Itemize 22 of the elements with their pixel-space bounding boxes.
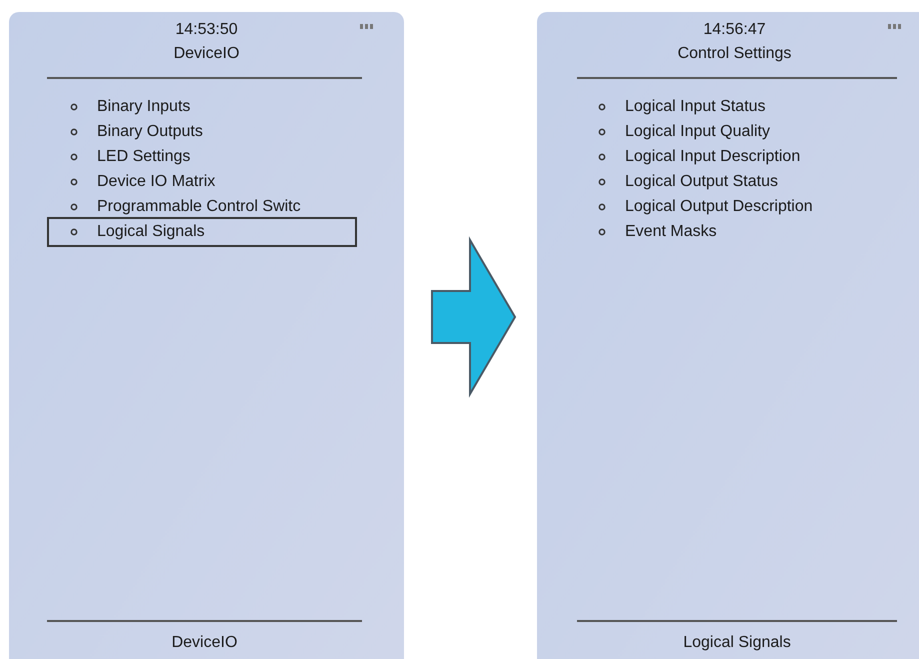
clock-time: 14:53:50 [175, 20, 238, 40]
menu-item-label: Event Masks [625, 222, 717, 242]
selected-menu-item [47, 217, 357, 247]
screen-title: Control Settings [678, 44, 792, 64]
menu-item-label: Logical Input Quality [625, 122, 770, 142]
footer-title: Logical Signals [683, 633, 791, 653]
menu-item-label: Binary Inputs [97, 97, 190, 117]
menu-item-label: Device IO Matrix [97, 172, 216, 192]
menu-item-label: LED Settings [97, 147, 190, 167]
screen-title: DeviceIO [174, 44, 240, 64]
menu-item-label: Logical Input Status [625, 97, 766, 117]
footer-title: DeviceIO [172, 633, 238, 653]
menu-item-label: Binary Outputs [97, 122, 203, 142]
menu-item-label: Programmable Control Switc [97, 197, 301, 217]
menu-item-label: Logical Output Description [625, 197, 813, 217]
block-arrow [431, 236, 516, 398]
menu-item-label: Logical Input Description [625, 147, 800, 167]
device-screen [9, 12, 404, 659]
device-screen [537, 12, 919, 659]
menu-item-label: Logical Signals [97, 222, 205, 242]
clock-time: 14:56:47 [703, 20, 766, 40]
menu-item-label: Logical Output Status [625, 172, 778, 192]
